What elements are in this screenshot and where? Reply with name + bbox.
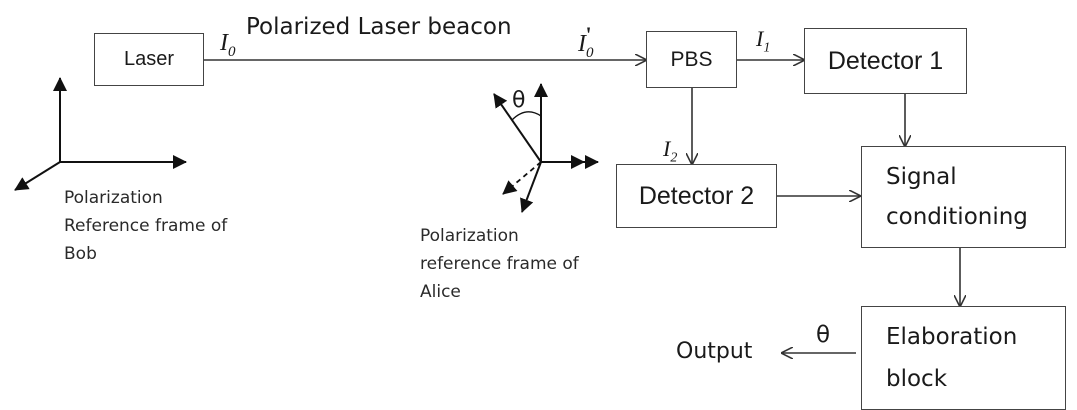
theta-frame-label: θ — [512, 88, 526, 113]
detector2-label: Detector 2 — [638, 181, 755, 210]
pbs-block: PBS — [646, 31, 737, 88]
alice-caption-line2: reference frame of — [420, 254, 579, 274]
laser-block: Laser — [94, 33, 204, 86]
detector1-label: Detector 1 — [827, 46, 944, 75]
alice-caption-line3: Alice — [420, 282, 461, 302]
detector1-block: Detector 1 — [804, 28, 967, 94]
laser-label: Laser — [123, 48, 175, 70]
intensity-i0-prime-subscript: 0 — [586, 44, 594, 61]
pbs-label: PBS — [670, 47, 713, 71]
bob-frame-caption: Polarization Reference frame of Bob — [64, 184, 227, 268]
elaboration-line2: block — [886, 366, 948, 392]
elaboration-block: Elaboration block — [861, 306, 1066, 410]
bob-caption-line3: Bob — [64, 244, 97, 264]
intensity-i0: I0 — [220, 30, 236, 60]
bob-caption-line2: Reference frame of — [64, 216, 228, 236]
signal-conditioning-block: Signal conditioning — [861, 146, 1066, 248]
signal-conditioning-line1: Signal — [886, 164, 957, 190]
intensity-i0-prime-mark: ' — [585, 22, 592, 47]
theta-angle-arc — [511, 111, 542, 121]
detector2-block: Detector 2 — [616, 164, 777, 228]
intensity-i1: I1 — [756, 26, 771, 56]
signal-conditioning-label: Signal conditioning — [886, 157, 1028, 237]
bob-z-axis — [14, 161, 61, 191]
theta-output-label: θ — [816, 322, 831, 348]
alice-rotated-z-axis — [520, 161, 542, 213]
alice-reference-frame — [493, 83, 599, 213]
diagram-title: Polarized Laser beacon — [246, 14, 512, 40]
intensity-i0-prime: I0' — [578, 22, 594, 61]
alice-caption-line1: Polarization — [420, 226, 519, 246]
alice-frame-caption: Polarization reference frame of Alice — [420, 222, 579, 306]
elaboration-line1: Elaboration — [886, 324, 1018, 350]
intensity-i2-subscript: 2 — [670, 150, 678, 166]
intensity-i0-subscript: 0 — [228, 43, 236, 60]
elaboration-block-label: Elaboration block — [886, 316, 1017, 400]
alice-rotated-y-axis — [493, 93, 542, 163]
signal-conditioning-line2: conditioning — [886, 204, 1028, 230]
bob-reference-frame — [14, 77, 187, 191]
intensity-i1-subscript: 1 — [763, 40, 771, 56]
bob-caption-line1: Polarization — [64, 188, 163, 208]
intensity-i2: I2 — [663, 136, 678, 166]
output-label: Output — [676, 339, 753, 364]
